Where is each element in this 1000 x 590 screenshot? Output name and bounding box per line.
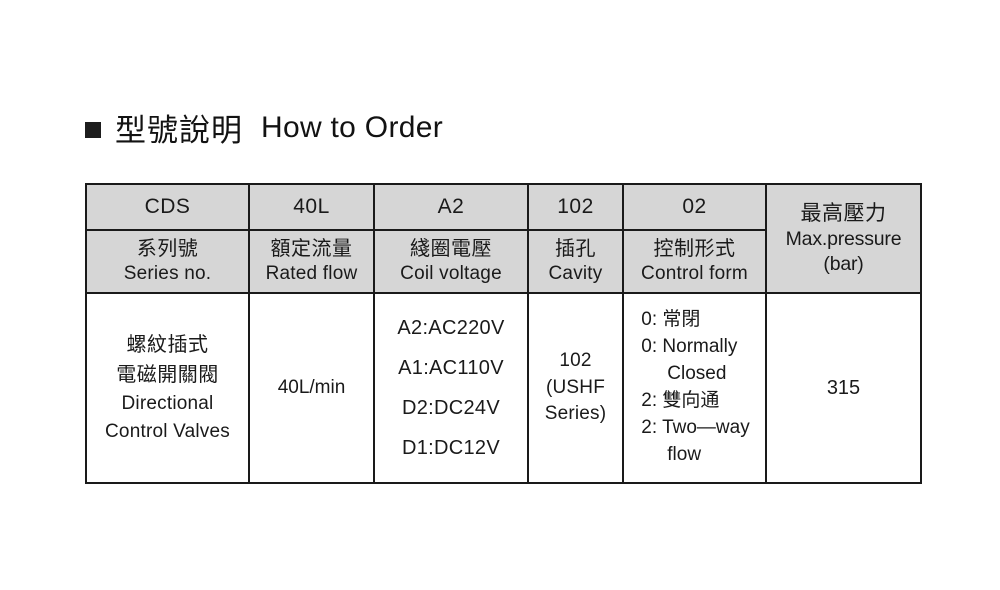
cavity-description: 102 (USHF Series) bbox=[529, 348, 622, 429]
voltage-option-1: A1:AC110V bbox=[398, 356, 504, 379]
cavity-series-line1: (USHF bbox=[545, 376, 606, 398]
cell-label-cavity: 插孔 Cavity bbox=[527, 229, 624, 294]
section-title-en: How to Order bbox=[261, 110, 443, 144]
label-flow-en: Rated flow bbox=[265, 263, 358, 285]
control-line-1: 0: Normally bbox=[641, 336, 738, 358]
section-heading: 型號說明 How to Order bbox=[85, 105, 443, 150]
table-row-values: 螺紋插式 電磁開關閥 Directional Control Valves 40… bbox=[85, 292, 922, 484]
control-line-0: 0: 常閉 bbox=[641, 309, 701, 331]
label-voltage-en: Coil voltage bbox=[400, 263, 502, 285]
cavity-series-line2: Series) bbox=[544, 403, 607, 425]
table-row-codes: CDS 40L A2 102 02 最高壓力 Max.pressure (bar… bbox=[85, 183, 922, 294]
cell-value-series: 螺紋插式 電磁開關閥 Directional Control Valves bbox=[85, 292, 250, 484]
max-pressure-value: 315 bbox=[826, 376, 861, 399]
cell-label-flow: 額定流量 Rated flow bbox=[248, 229, 375, 294]
voltage-option-2: D2:DC24V bbox=[402, 396, 500, 419]
voltage-option-0: A2:AC220V bbox=[397, 316, 505, 339]
cell-value-voltage: A2:AC220V A1:AC110V D2:DC24V D1:DC12V bbox=[373, 292, 529, 484]
cell-header-max-pressure: 最高壓力 Max.pressure (bar) bbox=[765, 183, 922, 294]
label-voltage-cjk: 綫圈電壓 bbox=[410, 238, 492, 261]
series-en-line1: Directional bbox=[121, 392, 214, 414]
cell-value-flow: 40L/min bbox=[248, 292, 375, 484]
cell-code-cavity: 102 bbox=[527, 183, 624, 231]
cell-code-voltage: A2 bbox=[373, 183, 529, 231]
control-line-2: Closed bbox=[667, 363, 727, 385]
control-form-options: 0: 常閉 0: Normally Closed 2: 雙向通 2: Two—w… bbox=[639, 307, 749, 469]
label-cavity-cjk: 插孔 bbox=[555, 238, 596, 261]
cell-code-flow: 40L bbox=[248, 183, 375, 231]
cell-label-control: 控制形式 Control form bbox=[622, 229, 767, 294]
cavity-code: 102 bbox=[559, 349, 592, 371]
square-bullet-icon bbox=[85, 121, 101, 138]
max-pressure-cjk: 最高壓力 bbox=[800, 201, 887, 225]
label-control-cjk: 控制形式 bbox=[653, 238, 736, 261]
how-to-order-table: CDS 40L A2 102 02 最高壓力 Max.pressure (bar… bbox=[85, 183, 922, 484]
label-series-en: Series no. bbox=[123, 263, 212, 285]
max-pressure-en: Max.pressure bbox=[785, 228, 902, 251]
control-line-4: 2: Two—way bbox=[641, 416, 750, 438]
cell-value-pressure: 315 bbox=[765, 292, 922, 484]
cell-value-control: 0: 常閉 0: Normally Closed 2: 雙向通 2: Two—w… bbox=[622, 292, 767, 484]
cell-label-series: 系列號 Series no. bbox=[85, 229, 250, 294]
max-pressure-unit: (bar) bbox=[823, 252, 864, 275]
cell-label-voltage: 綫圈電壓 Coil voltage bbox=[373, 229, 529, 294]
cell-code-series: CDS bbox=[85, 183, 250, 231]
coil-voltage-options: A2:AC220V A1:AC110V D2:DC24V D1:DC12V bbox=[375, 314, 527, 463]
voltage-option-3: D1:DC12V bbox=[402, 436, 500, 459]
rated-flow-value: 40L/min bbox=[277, 377, 346, 399]
series-description: 螺紋插式 電磁開關閥 Directional Control Valves bbox=[87, 330, 248, 447]
series-en-line2: Control Valves bbox=[105, 421, 230, 442]
series-cjk-line1: 螺紋插式 bbox=[126, 333, 209, 356]
control-line-5: flow bbox=[667, 443, 702, 465]
label-cavity-en: Cavity bbox=[548, 263, 603, 285]
label-control-en: Control form bbox=[641, 263, 748, 285]
series-cjk-line2: 電磁開關閥 bbox=[116, 363, 219, 386]
table-row-labels: 系列號 Series no. 額定流量 Rated flow 綫圈電壓 Coil… bbox=[85, 229, 921, 294]
section-title-cjk: 型號說明 bbox=[115, 113, 243, 148]
cell-value-cavity: 102 (USHF Series) bbox=[527, 292, 624, 484]
cell-code-control: 02 bbox=[622, 183, 767, 231]
label-flow-cjk: 額定流量 bbox=[270, 238, 353, 261]
control-line-3: 2: 雙向通 bbox=[641, 390, 720, 411]
label-series-cjk: 系列號 bbox=[136, 238, 199, 261]
